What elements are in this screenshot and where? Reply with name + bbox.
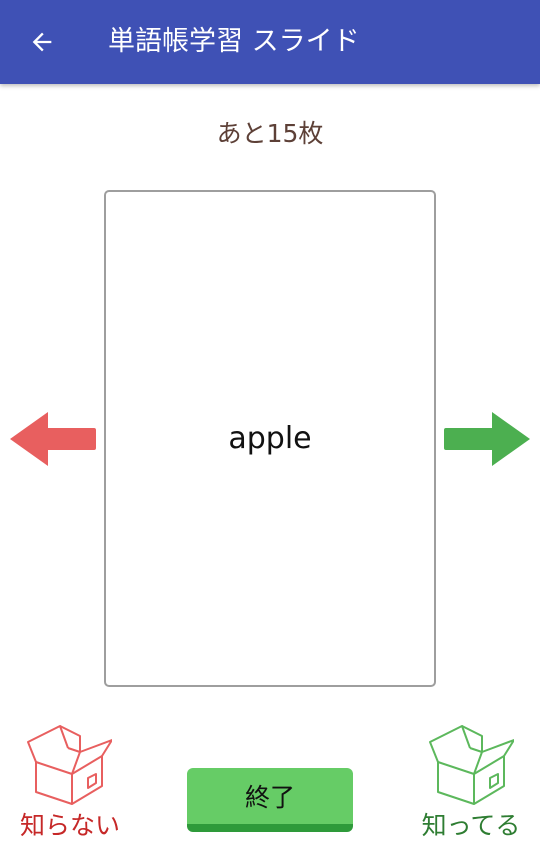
finish-button[interactable]: 終了 xyxy=(187,768,353,832)
known-label: 知ってる xyxy=(421,811,521,840)
unknown-label: 知らない xyxy=(19,811,120,840)
page-title: 単語帳学習 スライド xyxy=(108,26,360,57)
flashcard[interactable]: apple xyxy=(104,190,436,687)
arrow-left-icon xyxy=(32,32,52,52)
arrow-right-green-icon[interactable] xyxy=(444,412,530,466)
open-box-green-icon xyxy=(429,725,514,805)
card-word: apple xyxy=(228,421,312,456)
arrow-left-red-icon[interactable] xyxy=(10,412,96,466)
app-bar: 単語帳学習 スライド xyxy=(0,0,540,84)
back-button[interactable] xyxy=(22,22,62,62)
open-box-red-icon xyxy=(27,725,112,805)
remaining-count: あと15枚 xyxy=(216,119,324,148)
